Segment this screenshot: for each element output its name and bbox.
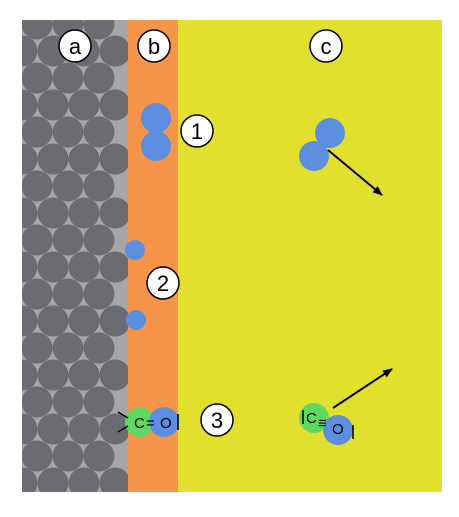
surface-atom	[83, 170, 115, 202]
solid-surface-region	[22, 20, 128, 492]
surface-atom	[83, 332, 115, 364]
surface-atom	[22, 332, 53, 364]
surface-atom	[22, 35, 38, 67]
surface-atom	[37, 305, 69, 337]
desorbed-co-molecule: C ≡ O	[299, 403, 354, 445]
adsorbed-co-carbon: C	[134, 415, 145, 432]
desorbed-co-bond: ≡	[318, 415, 327, 432]
desorbed-diatomic-molecule	[299, 118, 345, 171]
surface-atom	[68, 143, 100, 175]
adsorbed-diatomic-molecule	[141, 103, 171, 161]
surface-atom	[37, 413, 69, 445]
surface-atom	[83, 62, 115, 94]
label-step-2: 2	[146, 266, 180, 300]
surface-atom	[99, 413, 128, 445]
surface-atom	[52, 62, 84, 94]
surface-atom	[99, 143, 128, 175]
label-step-1: 1	[180, 114, 214, 148]
surface-atom	[52, 332, 84, 364]
surface-atom	[22, 197, 38, 229]
surface-atom	[37, 89, 69, 121]
surface-atom	[22, 251, 38, 283]
svg-text:1: 1	[191, 119, 203, 144]
surface-atom	[83, 440, 115, 472]
surface-atom	[37, 197, 69, 229]
surface-atom	[22, 170, 53, 202]
surface-atom	[99, 359, 128, 391]
surface-atom	[83, 116, 115, 148]
surface-atom	[68, 251, 100, 283]
surface-atom	[22, 20, 53, 40]
surface-atom	[99, 89, 128, 121]
surface-atom	[83, 386, 115, 418]
surface-atom	[22, 116, 53, 148]
surface-atom	[68, 197, 100, 229]
surface-atom-lattice	[22, 20, 128, 492]
surface-atom	[22, 62, 53, 94]
dissociated-adsorbate-atoms	[125, 240, 146, 330]
svg-text:2: 2	[157, 271, 169, 296]
surface-atom	[99, 467, 128, 492]
svg-text:c: c	[321, 34, 332, 59]
surface-atom	[22, 413, 38, 445]
surface-atom	[22, 386, 53, 418]
surface-atom	[99, 305, 128, 337]
adsorbed-co-bond: =	[146, 415, 155, 432]
surface-atom	[37, 143, 69, 175]
surface-atom	[22, 224, 53, 256]
surface-atom	[68, 89, 100, 121]
label-a: a	[58, 29, 92, 63]
surface-atom	[99, 197, 128, 229]
desorbed-co-carbon: C	[306, 410, 317, 427]
label-step-3: 3	[200, 403, 234, 437]
desorption-arrow-1	[327, 149, 383, 196]
surface-atom	[37, 359, 69, 391]
surface-atom	[68, 305, 100, 337]
label-b: b	[137, 29, 171, 63]
svg-text:a: a	[69, 34, 82, 59]
surface-atom	[52, 224, 84, 256]
surface-atom	[83, 224, 115, 256]
surface-atom	[99, 35, 128, 67]
surface-atom	[83, 278, 115, 310]
surface-atom	[22, 359, 38, 391]
surface-atom	[68, 413, 100, 445]
surface-atom	[52, 440, 84, 472]
surface-atom	[22, 440, 53, 472]
desorption-arrow-3	[332, 368, 393, 409]
adsorbed-co-oxygen: O	[160, 415, 172, 432]
adsorbed-co-molecule: C = O	[117, 407, 179, 437]
surface-atom	[22, 143, 38, 175]
surface-atom	[52, 278, 84, 310]
surface-atom	[37, 251, 69, 283]
desorbed-co-oxygen: O	[332, 421, 344, 438]
surface-atom	[22, 305, 38, 337]
surface-atom	[68, 467, 100, 492]
surface-atom	[68, 359, 100, 391]
surface-atom	[99, 251, 128, 283]
surface-atom	[22, 467, 38, 492]
svg-text:b: b	[148, 34, 160, 59]
surface-atom	[52, 116, 84, 148]
surface-atom	[52, 170, 84, 202]
surface-atom	[22, 89, 38, 121]
surface-atom	[83, 20, 115, 40]
svg-text:3: 3	[211, 408, 223, 433]
surface-atom	[22, 278, 53, 310]
surface-atom	[37, 467, 69, 492]
surface-atom	[52, 386, 84, 418]
label-c: c	[309, 29, 343, 63]
